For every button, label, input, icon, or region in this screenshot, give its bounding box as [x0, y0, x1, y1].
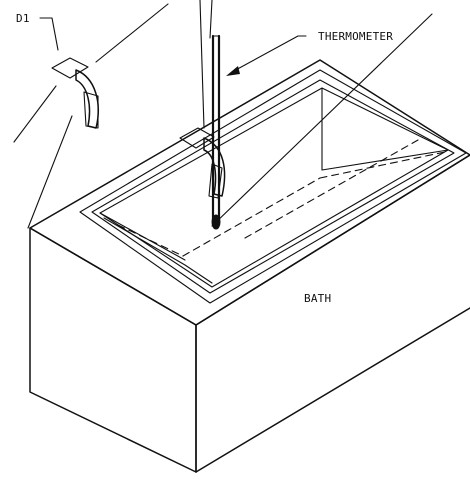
d1-clip-body: [75, 69, 99, 129]
rim-trim-outer: [79, 69, 467, 304]
bath-top-rim: [29, 59, 470, 326]
tank-floor-right: [321, 149, 449, 171]
tank-opening: [99, 87, 449, 288]
thermometer-label: THERMOMETER: [318, 30, 393, 43]
bath-opening: [79, 69, 467, 304]
assembly-lines: [13, 3, 433, 229]
hidden-edge-left: [117, 224, 184, 257]
d1-leader: [39, 17, 59, 51]
clip-spring-arm: [203, 137, 226, 197]
bath-left-face: [29, 227, 197, 473]
suspension-line-left: [199, 0, 205, 129]
thermometer-leader-arrow: [226, 66, 240, 76]
d1-clip-top: [51, 57, 89, 79]
tank-inner-wall: [103, 217, 213, 284]
thermometer-leader: [231, 35, 307, 73]
assembly-line-upper: [95, 3, 169, 63]
suspension-line-right: [209, 0, 213, 39]
hidden-edge-right: [319, 151, 446, 179]
clip-on-rim: [179, 127, 226, 199]
clip-top-plate: [179, 127, 215, 149]
thermometer: [199, 0, 221, 230]
bath-right-face: [195, 154, 470, 326]
assembly-line-diagonal: [211, 13, 433, 227]
hidden-edge-front: [244, 139, 419, 239]
bath-label: BATH: [304, 292, 331, 305]
d1-label: D1: [16, 12, 30, 25]
assembly-line-lower: [27, 115, 73, 229]
clip-spring-inner: [208, 163, 223, 199]
hidden-edge-floor: [182, 177, 321, 257]
rim-trim-inner: [91, 79, 455, 294]
assembly-line-left: [13, 85, 57, 143]
bath-box: [29, 59, 470, 473]
d1-clip-spring: [83, 91, 99, 129]
bath-right-face-bottom: [195, 307, 470, 473]
detail-d1: D1: [16, 12, 99, 129]
